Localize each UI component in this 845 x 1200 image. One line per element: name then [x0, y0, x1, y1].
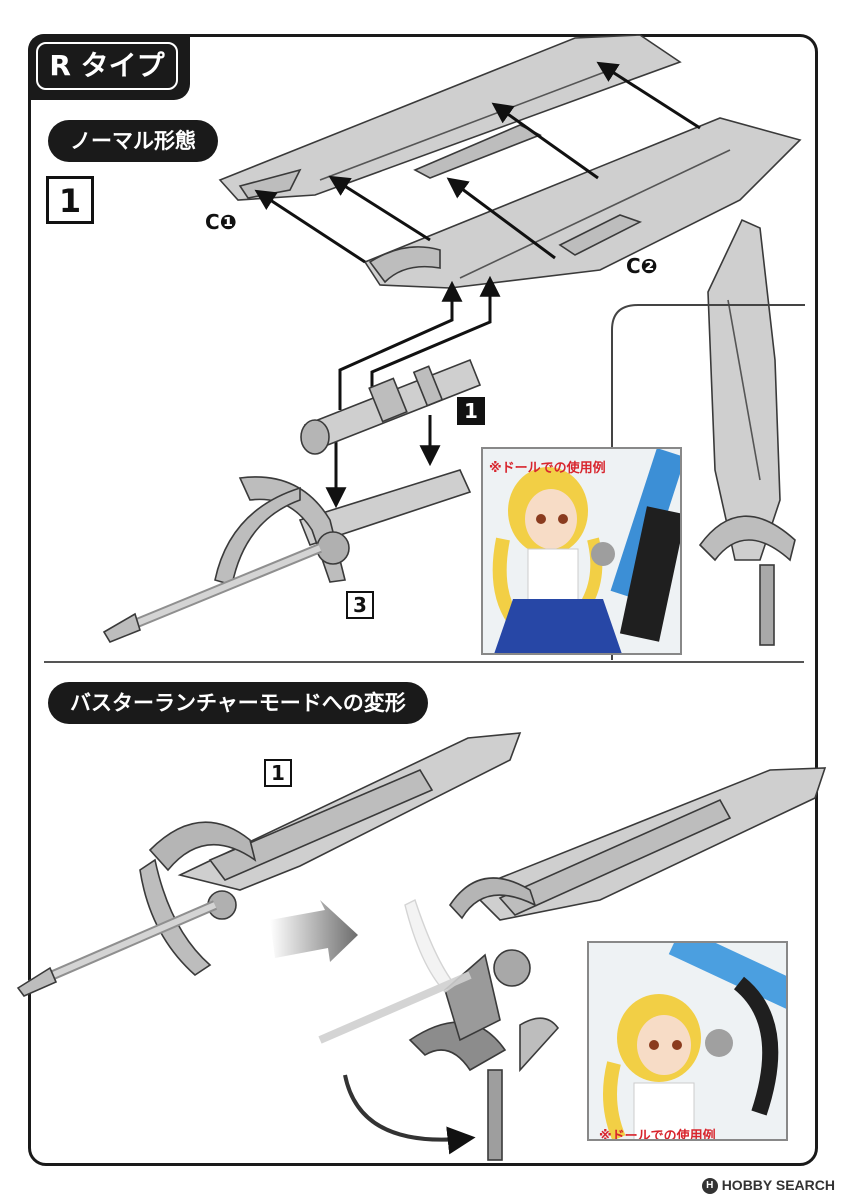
part-step-1-box: 1 — [457, 397, 485, 425]
part-label-c2: C❷ — [626, 254, 658, 278]
photo-caption-bottom: ※ドールでの使用例 — [599, 1129, 716, 1141]
photo-caption-top: ※ドールでの使用例 — [489, 461, 606, 476]
attach-arrows — [254, 61, 701, 264]
subsection-transform-label: バスターランチャーモードへの変形 — [70, 691, 406, 715]
right-panel-bracket — [611, 304, 805, 660]
doll-figure-image — [483, 449, 680, 653]
transform-step-1-box: 1 — [264, 759, 292, 787]
scope-connector-arrows — [325, 275, 501, 509]
transform-sword-before — [16, 732, 522, 997]
transform-sword-after — [408, 767, 827, 1161]
part-step-3-box: 3 — [346, 591, 374, 619]
section-title: R タイプ — [36, 42, 178, 90]
rotation-arrow — [343, 1074, 476, 1155]
instruction-frame — [28, 34, 818, 1166]
section-divider — [44, 661, 804, 663]
watermark-text: HOBBY SEARCH — [721, 1176, 835, 1193]
step-number-box: 1 — [46, 176, 94, 224]
scope-part — [300, 358, 482, 455]
sword-side-view — [698, 218, 796, 646]
hobby-search-logo-icon: H — [701, 1178, 718, 1194]
doll-photo-bottom: ※ドールでの使用例 — [587, 941, 788, 1141]
section-tab: R タイプ — [28, 34, 190, 100]
doll-figure-image-2 — [589, 943, 786, 1139]
rifle-body — [102, 469, 472, 643]
transform-motion-arrow — [270, 900, 358, 962]
transform-ghost-grip — [318, 899, 472, 1044]
subsection-transform-heading: バスターランチャーモードへの変形 — [48, 682, 428, 724]
subsection-normal-label: ノーマル形態 — [70, 129, 196, 153]
part-label-c1: C❶ — [205, 210, 237, 234]
subsection-normal-heading: ノーマル形態 — [48, 120, 218, 162]
doll-photo-top: ※ドールでの使用例 — [481, 447, 682, 655]
blade-frame-lower — [363, 117, 802, 289]
